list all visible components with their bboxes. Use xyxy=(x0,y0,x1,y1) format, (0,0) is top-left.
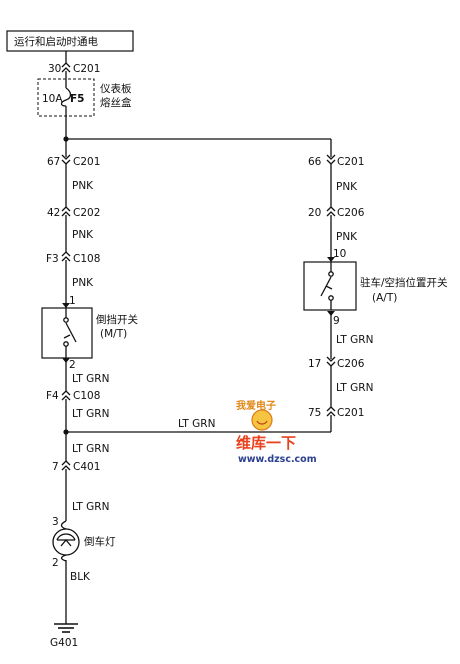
reverse-switch-pin-bottom: 2 xyxy=(69,359,76,371)
left-switch-arrow-top xyxy=(62,303,70,308)
right-c206b-pin: 17 xyxy=(308,358,321,370)
right-wire-2: PNK xyxy=(336,231,358,243)
watermark: 我爱电子 维库一下 www.dzsc.com xyxy=(236,399,317,465)
fuse-box xyxy=(37,78,95,117)
power-label-box xyxy=(6,30,134,52)
left-c202: C202 xyxy=(73,207,100,219)
reverse-switch-box xyxy=(41,307,93,359)
left-c201-pin: 67 xyxy=(47,156,60,168)
right-wire-4: LT GRN xyxy=(336,382,373,394)
left-c401-pin: 7 xyxy=(52,461,59,473)
right-c201: C201 xyxy=(337,156,364,168)
right-c201-pin: 66 xyxy=(308,156,322,168)
left-c201: C201 xyxy=(73,156,100,168)
fuse-box-label-2: 熔丝盒 xyxy=(100,96,132,109)
right-c206: C206 xyxy=(337,207,365,219)
fuse-box-label-1: 仪表板 xyxy=(100,82,132,95)
reverse-switch-type: (M/T) xyxy=(100,328,127,340)
park-switch-pin-top: 10 xyxy=(333,248,346,260)
reverse-switch-pin-top: 1 xyxy=(69,295,76,307)
fuse-pin: 30 xyxy=(48,63,61,75)
right-c206-pin: 20 xyxy=(308,207,321,219)
left-wire-7: LT GRN xyxy=(72,501,109,513)
watermark-brand: 维库一下 xyxy=(236,434,296,452)
watermark-top: 我爱电子 xyxy=(236,399,276,412)
backup-lamp-icon xyxy=(52,520,80,562)
left-wire-4: LT GRN xyxy=(72,373,109,385)
reverse-switch-symbol xyxy=(63,308,77,358)
park-switch-type: (A/T) xyxy=(372,292,397,304)
park-switch-pin-bottom: 9 xyxy=(333,315,340,327)
right-wire-3: LT GRN xyxy=(336,334,373,346)
watermark-smile xyxy=(256,420,268,425)
wires xyxy=(65,51,332,624)
park-switch-name: 驻车/空挡位置开关 xyxy=(360,276,448,289)
fuse-rating: 10A xyxy=(42,93,63,105)
left-wire-2: PNK xyxy=(72,229,94,241)
right-c201b-pin: 75 xyxy=(308,407,321,419)
ground-wire: BLK xyxy=(70,571,91,583)
left-wire-6: LT GRN xyxy=(72,443,109,455)
left-switch-arrow-bottom xyxy=(62,358,70,363)
connector-marks xyxy=(61,62,336,471)
fuse-symbol xyxy=(60,87,72,107)
switch-pin-arrow-top xyxy=(327,257,335,262)
splice-top xyxy=(63,136,69,142)
left-c108b-pin: F4 xyxy=(46,390,59,402)
left-c108-pin: F3 xyxy=(46,253,59,265)
watermark-badge xyxy=(251,409,273,431)
left-wire-5: LT GRN xyxy=(72,408,109,420)
splice-wire: LT GRN xyxy=(178,418,215,430)
left-c202-pin: 42 xyxy=(47,207,60,219)
park-neutral-switch-box xyxy=(303,261,357,311)
lamp-pin-bottom: 2 xyxy=(52,557,59,569)
splice-bottom xyxy=(63,429,69,435)
right-wire-1: PNK xyxy=(336,181,358,193)
left-c108: C108 xyxy=(73,253,100,265)
right-c201b: C201 xyxy=(337,407,364,419)
left-wire-1: PNK xyxy=(72,180,94,192)
switch-pin-arrow-bottom xyxy=(327,311,335,316)
fuse-id: F5 xyxy=(70,93,84,105)
left-wire-3: PNK xyxy=(72,277,94,289)
left-c108b: C108 xyxy=(73,390,100,402)
park-neutral-switch-symbol xyxy=(320,262,334,310)
fuse-connector: C201 xyxy=(73,63,100,75)
lamp-name: 倒车灯 xyxy=(84,535,116,548)
watermark-url: www.dzsc.com xyxy=(238,454,317,465)
reverse-switch-name: 倒挡开关 xyxy=(96,313,138,326)
ground-id: G401 xyxy=(50,637,78,649)
right-c206b: C206 xyxy=(337,358,365,370)
ground-icon xyxy=(54,623,78,633)
power-label: 运行和启动时通电 xyxy=(14,35,98,48)
lamp-pin-top: 3 xyxy=(52,516,59,528)
left-c401: C401 xyxy=(73,461,100,473)
